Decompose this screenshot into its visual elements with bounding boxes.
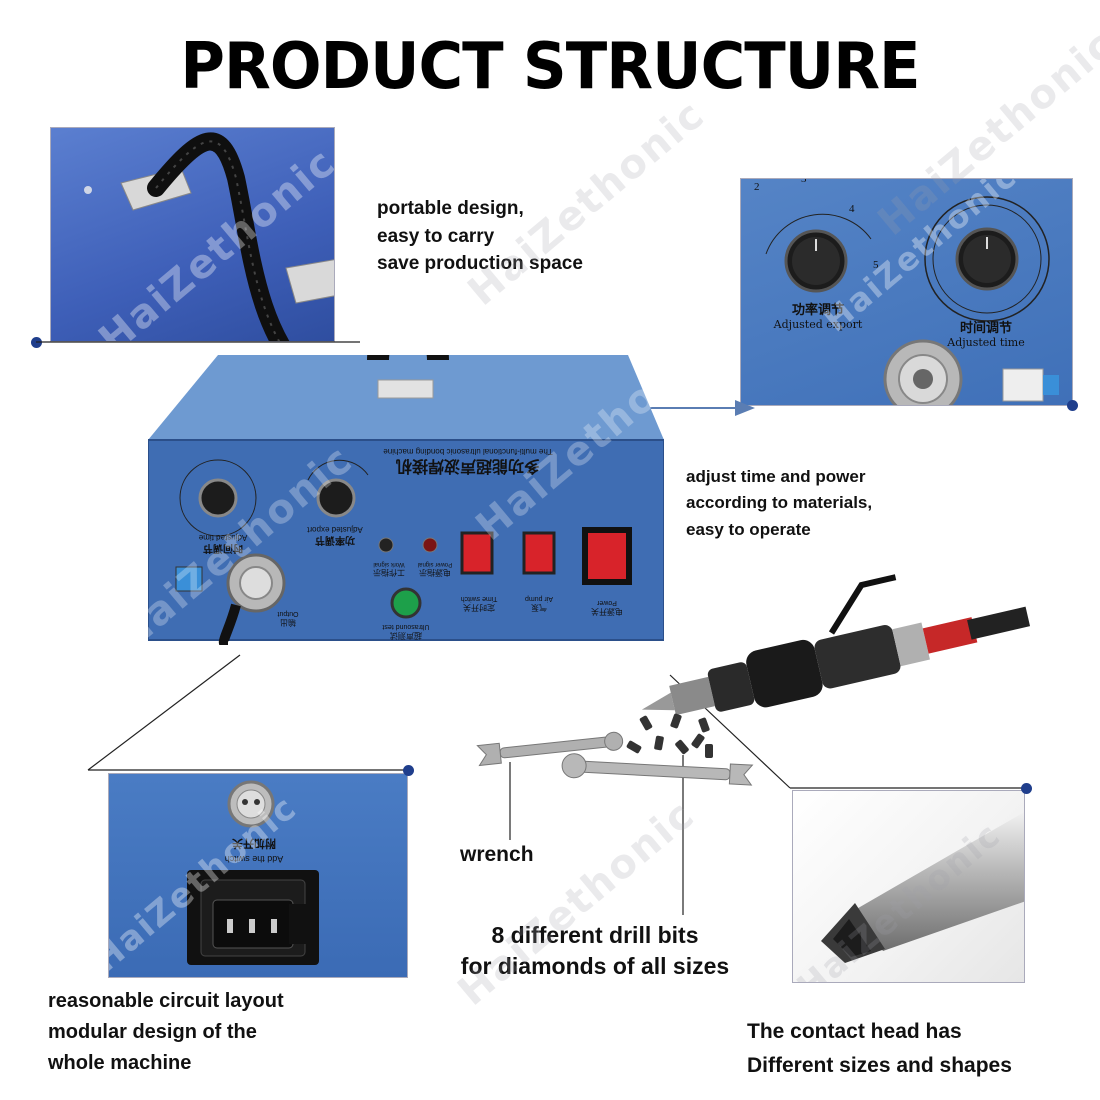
scale-label: 3 — [801, 178, 807, 185]
page-title: PRODUCT STRUCTURE — [180, 30, 920, 104]
knob-time-cn: 时间调节 — [203, 542, 243, 553]
work-signal-cn: 工作指示 — [373, 568, 405, 577]
knob-power-en: Adjusted export — [307, 525, 363, 534]
adjust-caption: adjust time and power according to mater… — [686, 464, 872, 543]
test-en: Ultrasound test — [382, 623, 430, 630]
caption-line: easy to operate — [686, 519, 811, 539]
knobs-illustration — [765, 196, 1059, 405]
air-pump-cn: 气泵 — [531, 603, 547, 612]
circuit-caption: reasonable circuit layout modular design… — [48, 986, 284, 1079]
portable-caption: portable design, easy to carry save prod… — [377, 195, 583, 278]
back-panel-closeup-photo: 附加开关 Add the switch HaiZethonic — [108, 773, 408, 978]
callout-dot — [1067, 400, 1078, 411]
machine-body — [147, 315, 665, 650]
callout-dot — [1021, 783, 1032, 794]
power-switch-en: Power — [597, 599, 617, 606]
machine-name-en: The multi-functional ultrasonic bonding … — [383, 447, 553, 456]
scale-label: 5 — [873, 259, 879, 271]
back-panel-illustration — [187, 780, 319, 965]
caption-line: adjust time and power — [686, 467, 866, 486]
caption-line: according to materials, — [686, 493, 873, 513]
power-switch-cn: 电源开关 — [591, 607, 623, 616]
caption-line: for diamonds of all sizes — [460, 953, 730, 980]
contact-head-closeup-photo: HaiZethonic — [792, 790, 1025, 983]
caption-line: whole machine — [48, 1052, 192, 1074]
time-switch-cn: 定时开关 — [463, 603, 495, 612]
output-cn: 输出 — [280, 618, 296, 627]
control-knobs-closeup-photo: 2 3 4 5 功率调节 Adjusted export 时间调节 Adjust… — [740, 178, 1073, 406]
work-signal-en: Work signal — [373, 561, 405, 567]
wrench-caption: wrench — [460, 843, 534, 866]
handle-illustration — [84, 132, 334, 341]
handle-closeup-photo: HaiZethonic — [50, 127, 335, 342]
scale-label: 4 — [849, 203, 855, 215]
knob-power-cn: 功率调节 — [315, 534, 355, 545]
caption-line: easy to carry — [377, 225, 495, 247]
time-label-en: Adjusted time — [947, 336, 1025, 349]
contact-head-illustration — [821, 812, 1024, 963]
drill-bits-caption: 8 different drill bits for diamonds of a… — [420, 920, 770, 982]
caption-line: portable design, — [377, 198, 524, 219]
time-switch-en: Time switch — [460, 595, 498, 602]
scale-label: 2 — [754, 181, 760, 193]
caption-line: reasonable circuit layout — [48, 990, 284, 1012]
time-label-cn: 时间调节 — [959, 321, 1012, 336]
welding-machine: 多功能超声波焊接机 The multi-functional ultrasoni… — [108, 315, 722, 660]
switch-label-en: Add the switch — [224, 854, 284, 864]
caption-line: 8 different drill bits — [491, 922, 699, 948]
caption-line: Different sizes and shapes — [747, 1053, 1012, 1077]
switch-label-cn: 附加开关 — [232, 837, 276, 849]
callout-dot — [31, 337, 42, 348]
contact-caption: The contact head has Different sizes and… — [747, 1015, 1012, 1082]
power-label-en: Adjusted export — [773, 318, 863, 331]
power-label-cn: 功率调节 — [791, 303, 844, 318]
callout-dot — [403, 765, 414, 776]
power-signal-en: Power signal — [417, 561, 453, 567]
caption-line: The contact head has — [747, 1020, 962, 1043]
knob-time-en: Adjusted time — [198, 533, 248, 542]
caption-line: save production space — [377, 253, 583, 275]
caption-line: modular design of the — [48, 1021, 257, 1043]
machine-name-cn: 多功能超声波焊接机 — [396, 457, 541, 476]
output-en: Output — [277, 610, 299, 617]
power-signal-cn: 电源指示 — [419, 568, 451, 577]
test-cn: 超声测试 — [390, 631, 422, 640]
air-pump-en: Air pump — [525, 595, 554, 602]
